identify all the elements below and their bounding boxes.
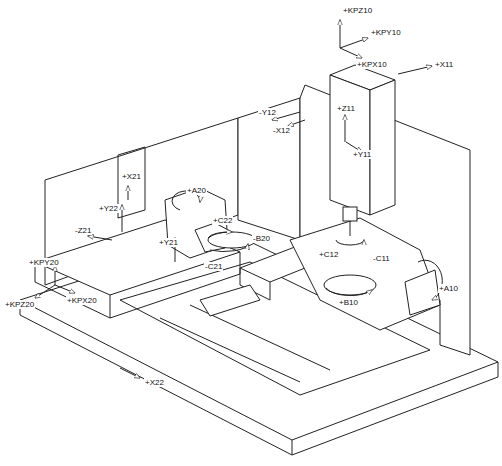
axis-label: -C21 [204, 262, 223, 271]
axis-label: -Y12 [258, 108, 277, 117]
axis-label: +KPY10 [370, 28, 402, 37]
axis-label: +KPX20 [66, 296, 98, 305]
axis-label: +A20 [186, 186, 207, 195]
axis-label: +KPY20 [28, 258, 60, 267]
axis-label: +B10 [338, 298, 359, 307]
enclosure-walls [45, 85, 470, 355]
rotary-table [208, 232, 256, 248]
axis-label: -Z21 [74, 226, 92, 235]
axis-label: +Y22 [98, 204, 119, 213]
axis-label: +KPZ10 [342, 6, 373, 15]
axis-label: +Y11 [352, 150, 372, 159]
axis-label: +X22 [144, 378, 165, 387]
axis-label: +X21 [121, 172, 142, 181]
axis-label: +Y21 [158, 238, 179, 247]
axis-label: -C11 [372, 254, 391, 263]
axis-label: -B20 [252, 234, 271, 243]
right-table [200, 218, 440, 330]
axis-label: +C22 [212, 216, 233, 225]
spindle-head [330, 65, 395, 236]
axis-label: +C12 [318, 250, 339, 259]
axis-label: +Z11 [336, 104, 356, 113]
axis-label: +KPX10 [356, 60, 388, 69]
axis-arrows [35, 20, 442, 378]
axis-label: +X11 [434, 60, 454, 69]
axis-label: -X12 [272, 126, 291, 135]
axis-label: +KPZ20 [4, 300, 35, 309]
axis-label: +A10 [438, 284, 459, 293]
